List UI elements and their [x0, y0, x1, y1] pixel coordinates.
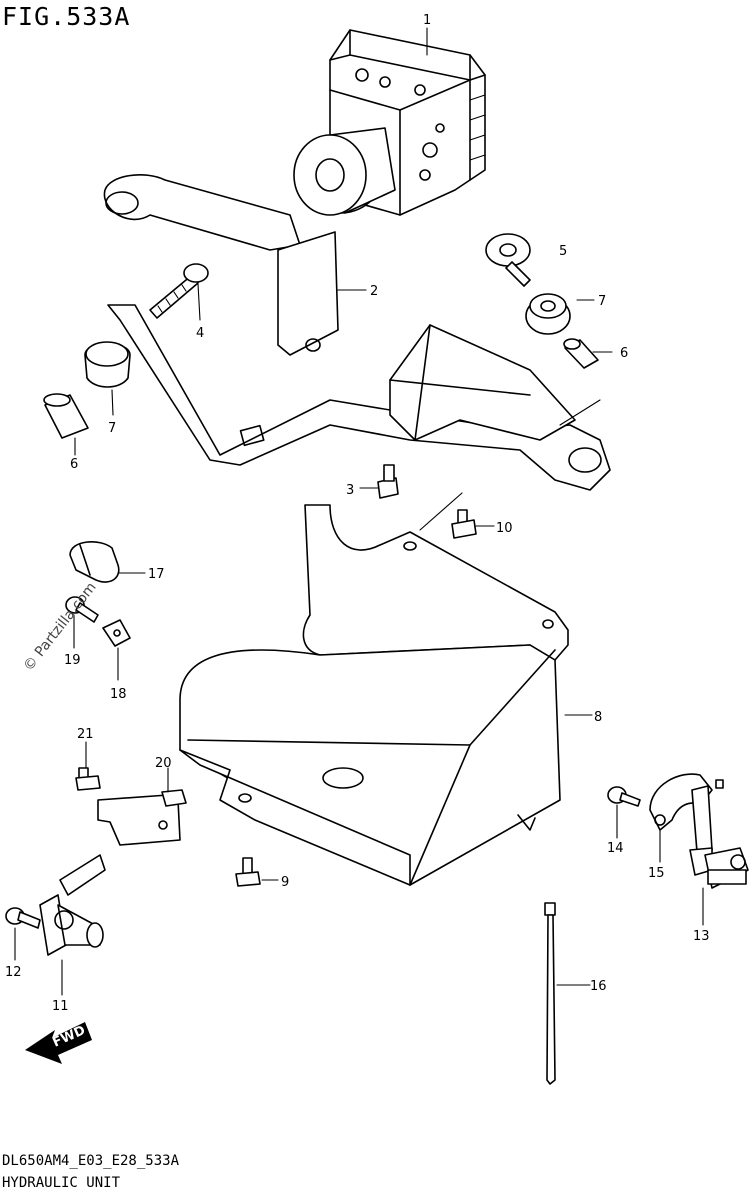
callout-1: 1: [423, 13, 431, 28]
part-13-rear-wheel-sensor[interactable]: [689, 779, 749, 926]
part-11-front-wheel-sensor[interactable]: [39, 854, 106, 996]
callout-11: 11: [52, 999, 69, 1014]
callout-12: 12: [5, 965, 22, 980]
part-6-collar-left[interactable]: [43, 393, 89, 456]
callout-6-right: 6: [620, 346, 628, 361]
diagram-name: HYDRAULIC UNIT: [2, 1175, 121, 1191]
callout-labels: 1 2 3 4 5 6 6 7 7 8 9 10 11 12 13 14 15 …: [5, 13, 710, 1014]
part-1-hydraulic-unit[interactable]: [293, 29, 486, 216]
callout-8: 8: [594, 710, 602, 725]
callout-17: 17: [148, 567, 165, 582]
figure-title: FIG.533A: [2, 2, 131, 31]
callout-18: 18: [110, 687, 127, 702]
part-4-bolt[interactable]: [149, 263, 209, 321]
watermark-text: © Partzilla.com: [21, 579, 100, 674]
part-5-bolt-washer[interactable]: [485, 233, 531, 287]
part-19-bolt[interactable]: [65, 596, 99, 649]
callout-13: 13: [693, 929, 710, 944]
callout-7-left: 7: [108, 421, 116, 436]
part-2-bracket[interactable]: [103, 174, 611, 491]
part-8-tray[interactable]: [179, 504, 593, 886]
callout-20: 20: [155, 756, 172, 771]
part-14-bolt[interactable]: [607, 786, 641, 839]
callout-2: 2: [370, 284, 378, 299]
leader-lines: [337, 27, 613, 353]
part-7-grommet-right[interactable]: [525, 293, 571, 335]
callout-21: 21: [77, 727, 94, 742]
diagram-code: DL650AM4_E03_E28_533A: [2, 1153, 180, 1169]
part-18-clip-nut[interactable]: [102, 619, 131, 681]
part-17-clamp[interactable]: [69, 541, 146, 583]
callout-3: 3: [346, 483, 354, 498]
callout-14: 14: [607, 841, 624, 856]
part-20-sensor-bracket[interactable]: [97, 767, 187, 846]
callout-19: 19: [64, 653, 81, 668]
callout-16: 16: [590, 979, 607, 994]
callout-7-right: 7: [598, 294, 606, 309]
part-12-bolt[interactable]: [5, 907, 41, 961]
fwd-arrow: FWD: [25, 1022, 92, 1064]
callout-6-left: 6: [70, 457, 78, 472]
part-9-bolt[interactable]: [235, 857, 279, 887]
part-3-bolt[interactable]: [359, 464, 399, 499]
callout-9: 9: [281, 875, 289, 890]
callout-15: 15: [648, 866, 665, 881]
part-16-cable-tie[interactable]: [544, 902, 591, 1085]
part-21-bolt[interactable]: [75, 741, 101, 791]
part-10-bolt[interactable]: [419, 492, 495, 539]
part-7-grommet-left[interactable]: [84, 341, 131, 416]
callout-10: 10: [496, 521, 513, 536]
callout-5: 5: [559, 244, 567, 259]
callout-4: 4: [196, 326, 204, 341]
part-6-collar-right[interactable]: [563, 338, 599, 369]
